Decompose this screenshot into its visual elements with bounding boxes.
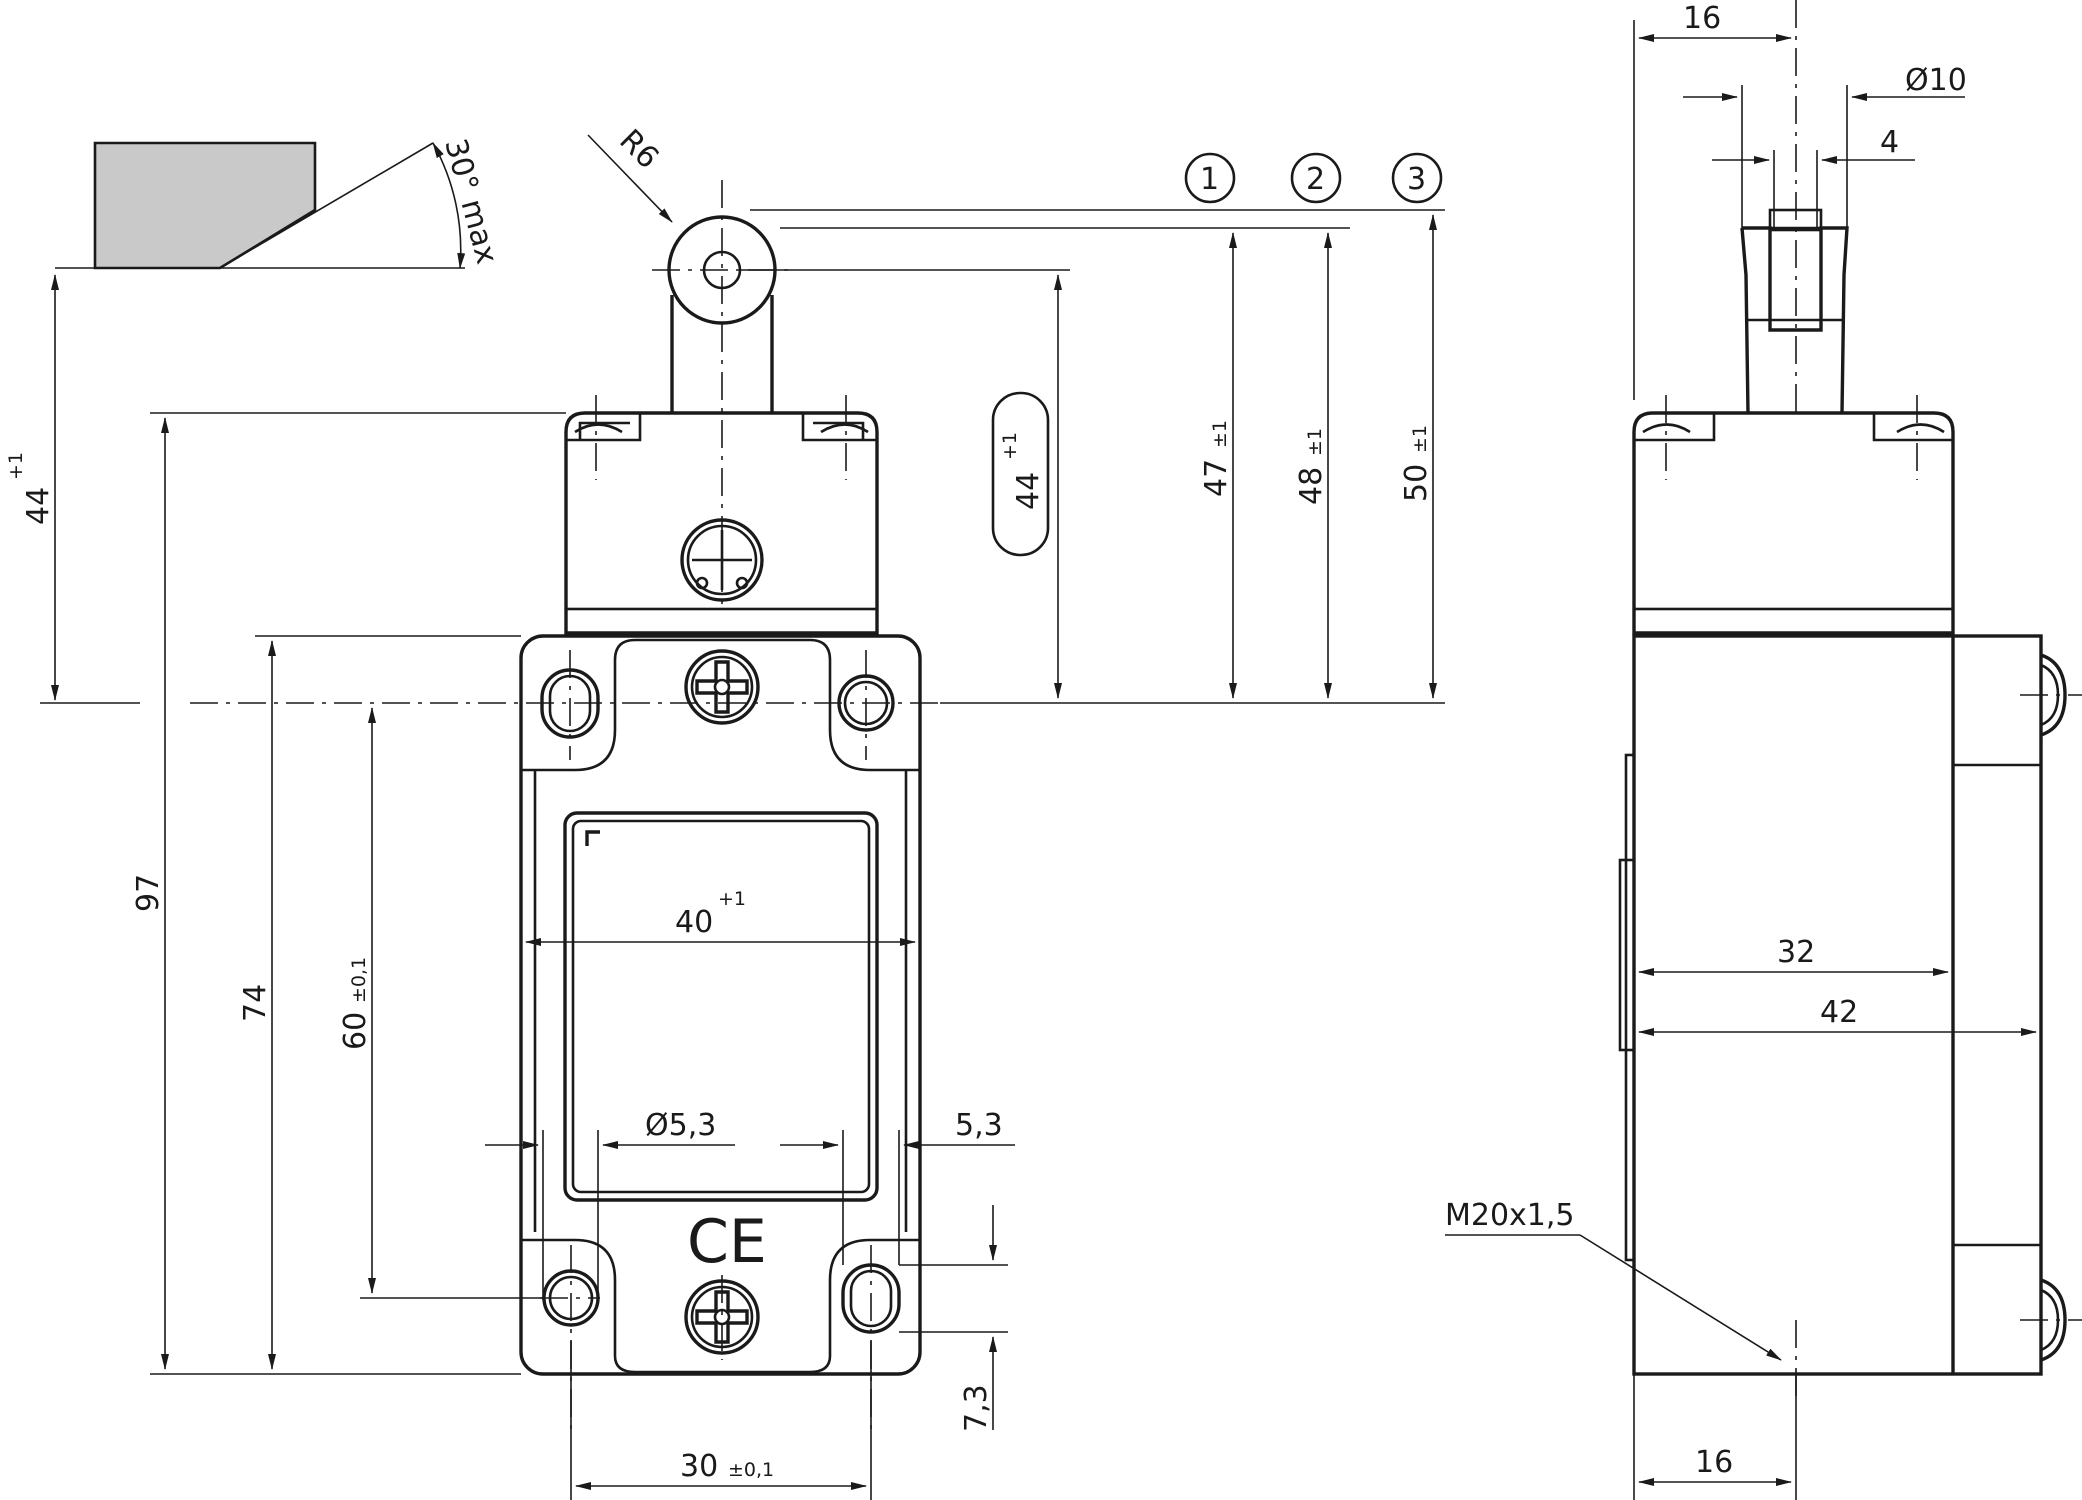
dim-hole: Ø5,3 [485, 1108, 735, 1300]
dim-5-3: 5,3 [780, 1108, 1015, 1265]
svg-text:±0,1: ±0,1 [728, 1459, 774, 1481]
svg-text:44: 44 [21, 487, 56, 525]
angle-label: 30° max [437, 135, 504, 268]
svg-text:Ø10: Ø10 [1905, 63, 1967, 98]
svg-text:2: 2 [1306, 162, 1325, 197]
dim-44-oval: 44 +1 [740, 269, 1070, 699]
svg-text:+1: +1 [718, 888, 746, 910]
svg-text:M20x1,5: M20x1,5 [1445, 1198, 1575, 1233]
svg-text:50: 50 [1399, 464, 1434, 502]
dim-16-bottom: 16 [1633, 1374, 1797, 1500]
svg-text:4: 4 [1880, 125, 1899, 160]
svg-text:40: 40 [675, 905, 713, 940]
svg-text:±1: ±1 [1304, 428, 1326, 456]
svg-text:3: 3 [1407, 162, 1426, 197]
svg-text:97: 97 [131, 874, 166, 912]
svg-text:1: 1 [1200, 162, 1219, 197]
dim-47: 47 ±1 [1199, 232, 1237, 699]
svg-text:44: 44 [1011, 472, 1046, 510]
dim-60: 60 ±0,1 [338, 707, 545, 1299]
dim-50: 50 ±1 [1399, 214, 1437, 699]
front-view: R6 [190, 123, 940, 1430]
svg-text:+1: +1 [5, 452, 27, 480]
dim-32: 32 [1638, 935, 1949, 976]
svg-text:47: 47 [1199, 459, 1234, 497]
dim-7-3: 7,3 [899, 1205, 1008, 1432]
dim-40: 40 +1 [525, 888, 916, 946]
side-view [1618, 0, 2082, 1400]
dim-74: 74 [238, 635, 521, 1370]
cam-block: 30° max [55, 135, 504, 270]
svg-text:±1: ±1 [1209, 420, 1231, 448]
svg-text:16: 16 [1695, 1445, 1733, 1480]
svg-text:32: 32 [1777, 935, 1815, 970]
svg-text:16: 16 [1683, 1, 1721, 36]
svg-text:+1: +1 [999, 432, 1021, 460]
dim-4: 4 [1712, 125, 1915, 228]
svg-text:5,3: 5,3 [955, 1108, 1003, 1143]
dim-44-left: 44 +1 [5, 274, 140, 704]
svg-text:Ø5,3: Ø5,3 [645, 1108, 716, 1143]
svg-text:48: 48 [1294, 467, 1329, 505]
svg-text:30: 30 [680, 1449, 718, 1484]
dim-42: 42 [1638, 995, 2037, 1036]
marker-3: 3 [1391, 152, 1443, 204]
svg-text:60: 60 [338, 1012, 373, 1050]
svg-text:7,3: 7,3 [959, 1384, 994, 1432]
dim-16-top: 16 [1633, 1, 1792, 400]
svg-text:±1: ±1 [1409, 425, 1431, 453]
svg-text:42: 42 [1820, 995, 1858, 1030]
svg-text:±0,1: ±0,1 [348, 957, 370, 1003]
dim-30: 30 ±0,1 [570, 1340, 872, 1500]
svg-text:74: 74 [238, 984, 273, 1022]
dim-97: 97 [131, 412, 566, 1375]
marker-1: 1 [1184, 152, 1236, 204]
ce-mark: CE [687, 1207, 767, 1277]
marker-2: 2 [1290, 152, 1342, 204]
dim-48: 48 ±1 [1294, 232, 1332, 699]
thread-label: M20x1,5 [1445, 1198, 1782, 1361]
dim-d10: Ø10 [1683, 63, 1967, 228]
